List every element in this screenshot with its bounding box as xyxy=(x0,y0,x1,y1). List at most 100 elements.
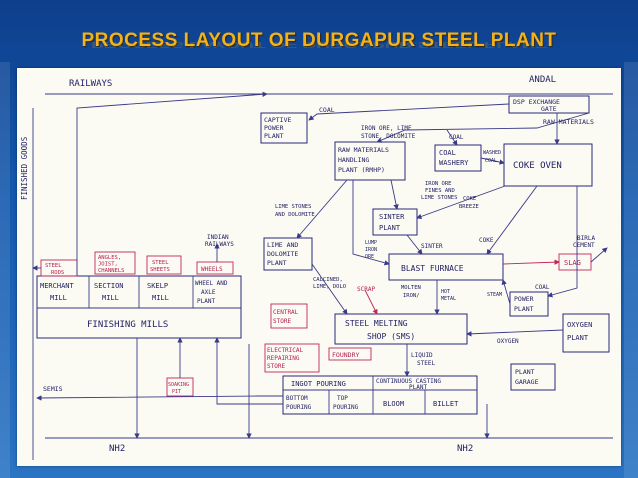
nh2-right-label: NH2 xyxy=(457,444,473,454)
coke-oven-label: COKE OVEN xyxy=(513,161,562,171)
ingot-to-mills-arrow xyxy=(214,337,283,405)
plant-garage-box xyxy=(510,363,556,391)
flow-coke-breeze-2: BREEZE xyxy=(459,204,479,210)
flow-steam: STEAM xyxy=(487,292,502,298)
lime-label-2: DOLOMITE xyxy=(267,250,298,258)
wheel-axle-label-2: AXLE xyxy=(201,289,216,296)
merchant-mill-label-1: MERCHANT xyxy=(40,282,75,290)
flow-hot-metal-1: HOT xyxy=(441,289,450,295)
angles-label: ANGLES, xyxy=(98,255,121,261)
captive-label: CAPTIVE xyxy=(264,116,291,124)
foundry-box xyxy=(328,347,372,361)
slag-arrow xyxy=(502,259,560,265)
skelp-mill-label-2: MILL xyxy=(152,294,169,302)
wheels-box xyxy=(196,261,234,275)
bloom-label: BLOOM xyxy=(383,400,404,408)
bottom-pouring-label-2: POURING xyxy=(286,404,312,411)
dsp-gate-label: GATE xyxy=(541,105,557,113)
soaking-pit-label-2: PIT xyxy=(172,389,181,395)
sms-label-1: STEEL MELTING xyxy=(345,319,408,328)
top-pouring-label-1: TOP xyxy=(337,395,348,402)
steel-sheets-box xyxy=(146,255,182,275)
washed-coal-arrow xyxy=(480,157,505,165)
title-reflection: PROCESS LAYOUT OF DURGAPUR STEEL PLANT xyxy=(90,39,548,49)
merchant-mill-label-2: MILL xyxy=(50,294,67,302)
flow-iron-ore-1: IRON ORE, LIME xyxy=(361,125,412,132)
joist-label: JOIST, xyxy=(98,262,118,268)
wheels-label: WHEELS xyxy=(201,266,223,273)
process-layout-diagram: RAILWAYS ANDAL FINISHED GOODS NH2 NH2 DS… xyxy=(17,68,621,466)
ingot-pouring-label: INGOT POURING xyxy=(291,380,346,388)
steam-arrow xyxy=(501,279,511,305)
flow-indian-1: INDIAN xyxy=(207,234,229,241)
continuous-casting-label-2: PLANT xyxy=(409,384,427,391)
flow-limestones-1: LIME STONES xyxy=(275,204,311,210)
lime-label-1: LIME AND xyxy=(267,241,298,249)
raw-materials-arrow xyxy=(376,112,590,143)
captive-plant-label: PLANT xyxy=(264,132,284,140)
rmhp-box xyxy=(334,141,406,181)
steel-sheets-label-2: SHEETS xyxy=(150,267,170,273)
rmhp-label-3: PLANT (RMHP) xyxy=(338,166,385,174)
lime-dolomite-plant-box xyxy=(263,237,313,271)
flow-molten-2: IRON/ xyxy=(403,293,420,299)
flow-washed-1: WASHED xyxy=(483,150,501,156)
power-plant-label-1: POWER xyxy=(514,295,534,303)
flow-scrap: SCRAP xyxy=(357,286,375,293)
background-panel xyxy=(624,62,638,478)
flow-liquid-1: LIQUID xyxy=(411,352,433,359)
plant-garage-label-1: PLANT xyxy=(515,368,535,376)
flow-raw-materials: RAW MATERIALS xyxy=(543,118,594,126)
flow-lump-1: LUMP xyxy=(365,240,377,246)
steel-rods-label-1: STEEL xyxy=(45,263,62,269)
sinter-to-bf-arrow xyxy=(406,234,423,255)
lump-ore-arrow xyxy=(352,180,390,266)
flow-molten-1: MOLTEN xyxy=(401,285,421,291)
electrical-repairing-store-box xyxy=(264,343,320,373)
central-store-box xyxy=(270,303,308,329)
page-title: PROCESS LAYOUT OF DURGAPUR STEEL PLANT xyxy=(81,30,557,51)
flow-coke: COKE xyxy=(479,237,494,244)
rmhp-to-sinter-arrow xyxy=(390,179,399,210)
flow-washed-2: COAL xyxy=(485,158,497,164)
sinter-label-2: PLANT xyxy=(379,224,401,232)
section-mill-label-2: MILL xyxy=(102,294,119,302)
railways-label: RAILWAYS xyxy=(69,79,112,89)
flow-fines-3: LIME STONES xyxy=(421,195,457,201)
blast-furnace-box xyxy=(388,253,504,281)
wheel-axle-label-1: WHEEL AND xyxy=(195,280,228,287)
steel-melting-shop-box xyxy=(334,313,468,345)
sms-label-2: SHOP (SMS) xyxy=(367,332,415,341)
flow-oxygen: OXYGEN xyxy=(497,338,519,345)
coal-washery-label-1: COAL xyxy=(439,149,456,157)
flow-semis: SEMIS xyxy=(43,385,63,393)
electrical-label-3: STORE xyxy=(267,363,285,370)
steel-rods-label-2: RODS xyxy=(51,270,64,276)
central-store-label-2: STORE xyxy=(273,318,291,325)
flow-lump-2: IRON xyxy=(365,247,377,253)
flow-coal-power: COAL xyxy=(535,284,550,291)
oxygen-plant-label-2: PLANT xyxy=(567,334,589,342)
power-plant-label-2: PLANT xyxy=(514,305,534,313)
rmhp-to-lime-arrow xyxy=(296,179,348,239)
steel-sheets-label-1: STEEL xyxy=(152,260,169,266)
top-pouring-label-2: POURING xyxy=(333,404,359,411)
dsp-exchange-label: DSP EXCHANGE xyxy=(513,98,560,106)
rmhp-label-2: HANDLING xyxy=(338,156,369,164)
background-panel xyxy=(0,62,10,478)
angles-joist-channels-box xyxy=(94,251,136,275)
flow-iron-ore-2: STONE, DOLOMITE xyxy=(361,133,416,140)
continuous-casting-label-1: CONTINUOUS CASTING xyxy=(376,378,441,385)
flow-calcined-2: LIME, DOLO xyxy=(313,284,346,290)
finishing-mills-label: FINISHING MILLS xyxy=(87,320,168,330)
flow-liquid-2: STEEL xyxy=(417,360,435,367)
foundry-label: FOUNDRY xyxy=(332,351,359,359)
plant-garage-label-2: GARAGE xyxy=(515,378,539,386)
blast-furnace-label: BLAST FURNACE xyxy=(401,264,464,273)
dsp-exchange-gate-box xyxy=(508,95,590,114)
flow-coal-captive: COAL xyxy=(319,106,335,114)
section-mill-label-1: SECTION xyxy=(94,282,124,290)
flow-indian-2: RAILWAYS xyxy=(205,241,234,248)
flow-fines-1: IRON ORE xyxy=(425,181,452,187)
finished-goods-label: FINISHED GOODS xyxy=(20,136,29,200)
